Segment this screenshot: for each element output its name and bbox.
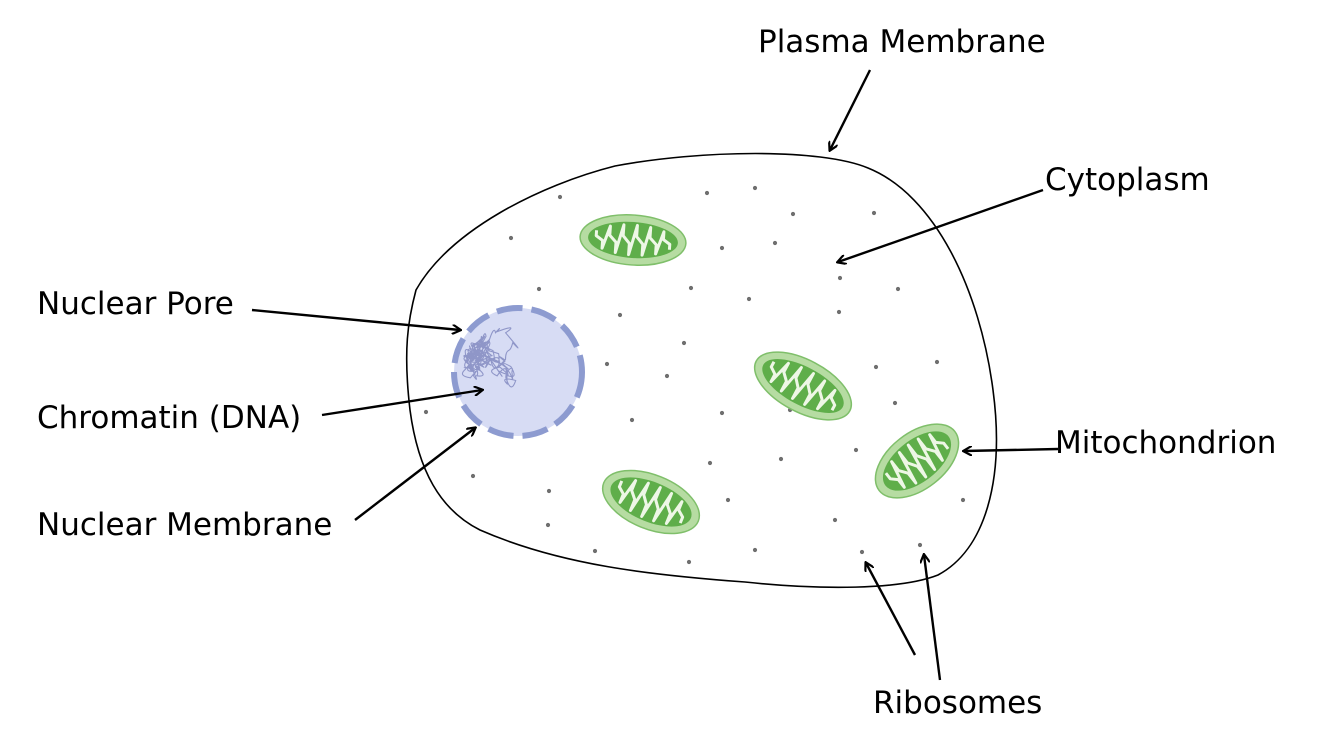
mitochondrion-icon: [753, 351, 853, 421]
arrow-cytoplasm: [838, 188, 1044, 262]
chromatin-strand: [461, 327, 519, 388]
ribosome-dot-icon: [934, 359, 940, 365]
ribosome-dot-icon: [470, 473, 476, 479]
arrows: [251, 69, 1059, 681]
ribosome-dot-icon: [719, 245, 725, 251]
ribosome-dot-icon: [778, 456, 784, 462]
ribosome-dot-icon: [837, 275, 843, 281]
ribosome-dot-icon: [719, 410, 725, 416]
ribosome-dot-icon: [871, 210, 877, 216]
nucleus-icon: [451, 305, 585, 439]
label-ribosomes: Ribosomes: [873, 685, 1043, 721]
ribosome-dot-icon: [960, 497, 966, 503]
ribosome-dot-icon: [707, 460, 713, 466]
ribosome-dot-icon: [892, 400, 898, 406]
ribosome-dot-icon: [746, 296, 752, 302]
chromatin-icon: [461, 327, 519, 388]
ribosome-dot-icon: [664, 373, 670, 379]
ribosome-dot-icon: [681, 340, 687, 346]
ribosome-dot-icon: [546, 488, 552, 494]
label-plasma-membrane: Plasma Membrane: [758, 24, 1046, 60]
ribosome-dot-icon: [629, 417, 635, 423]
mitochondrion-icon: [579, 214, 687, 266]
ribosome-dot-icon: [895, 286, 901, 292]
ribosome-dot-icon: [617, 312, 623, 318]
label-cytoplasm: Cytoplasm: [1045, 162, 1210, 198]
ribosome-dot-icon: [686, 559, 692, 565]
ribosome-dot-icon: [790, 211, 796, 217]
arrow-chromatin: [321, 390, 482, 417]
mitochondrion-icon: [601, 469, 701, 535]
ribosome-dot-icon: [752, 185, 758, 191]
ribosome-dot-icon: [688, 285, 694, 291]
ribosome-dot-icon: [536, 286, 542, 292]
ribosome-dot-icon: [836, 309, 842, 315]
cell-outline-icon: [405, 152, 998, 589]
arrow-ribosome-2: [924, 555, 942, 681]
label-chromatin: Chromatin (DNA): [37, 400, 302, 436]
ribosome-dot-icon: [508, 235, 514, 241]
ribosome-dot-icon: [592, 548, 598, 554]
ribosome-dot-icon: [873, 364, 879, 370]
ribosome-dot-icon: [772, 240, 778, 246]
ribosome-dot-icon: [545, 522, 551, 528]
mitochondrion-icon: [874, 423, 960, 499]
ribosome-dot-icon: [853, 447, 859, 453]
ribosome-dot-icon: [704, 190, 710, 196]
arrow-nuclear-membrane: [354, 428, 475, 521]
arrow-plasma-membrane: [830, 69, 872, 150]
ribosome-dot-icon: [604, 361, 610, 367]
ribosome-dots: [423, 185, 966, 565]
ribosome-dot-icon: [423, 409, 429, 415]
ribosome-dot-icon: [725, 497, 731, 503]
label-nuclear-pore: Nuclear Pore: [37, 286, 234, 322]
ribosome-dot-icon: [832, 517, 838, 523]
label-mitochondrion: Mitochondrion: [1055, 425, 1277, 461]
arrow-ribosome-1: [866, 563, 917, 656]
label-nuclear-membrane: Nuclear Membrane: [37, 507, 333, 543]
ribosome-dot-icon: [917, 542, 923, 548]
ribosome-dot-icon: [859, 549, 865, 555]
arrow-mitochondrion: [964, 449, 1059, 451]
arrow-nuclear-pore: [251, 308, 460, 330]
ribosome-dot-icon: [752, 547, 758, 553]
ribosome-dot-icon: [557, 194, 563, 200]
mitochondria: [579, 214, 960, 535]
